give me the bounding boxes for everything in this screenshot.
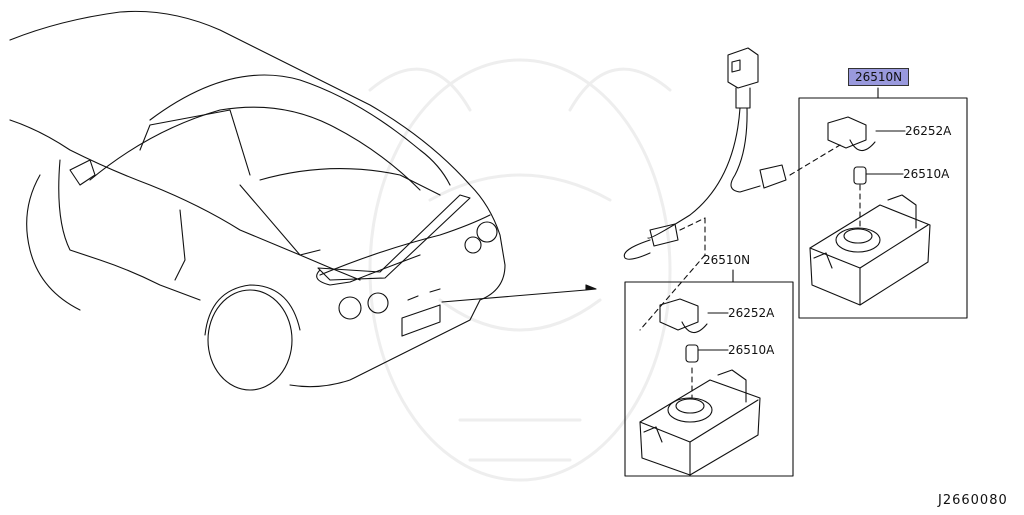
bottom-bulb bbox=[685, 344, 729, 363]
bottom-socket-label[interactable]: 26252A bbox=[728, 306, 775, 320]
bottom-part-label[interactable]: 26510N bbox=[703, 253, 751, 267]
car-illustration bbox=[9, 10, 506, 391]
top-bulb bbox=[853, 166, 904, 185]
top-socket-label[interactable]: 26252A bbox=[905, 124, 952, 138]
bottom-lamp-box bbox=[624, 281, 794, 477]
top-part-label[interactable]: 26510N bbox=[848, 68, 910, 86]
top-lamp-housing bbox=[809, 194, 931, 306]
top-bulb-label[interactable]: 26510A bbox=[903, 167, 950, 181]
bottom-socket bbox=[659, 298, 729, 334]
arrow-pointer bbox=[441, 284, 597, 303]
top-socket bbox=[827, 116, 906, 152]
bottom-bulb-label[interactable]: 26510A bbox=[728, 343, 775, 357]
top-lamp-box bbox=[798, 97, 968, 319]
watermark-emblem bbox=[368, 58, 672, 482]
connector-dashes bbox=[639, 144, 861, 399]
wire-harness bbox=[623, 47, 787, 260]
diagram-code: J2660080 bbox=[938, 493, 1008, 508]
bottom-lamp-housing bbox=[639, 369, 761, 476]
